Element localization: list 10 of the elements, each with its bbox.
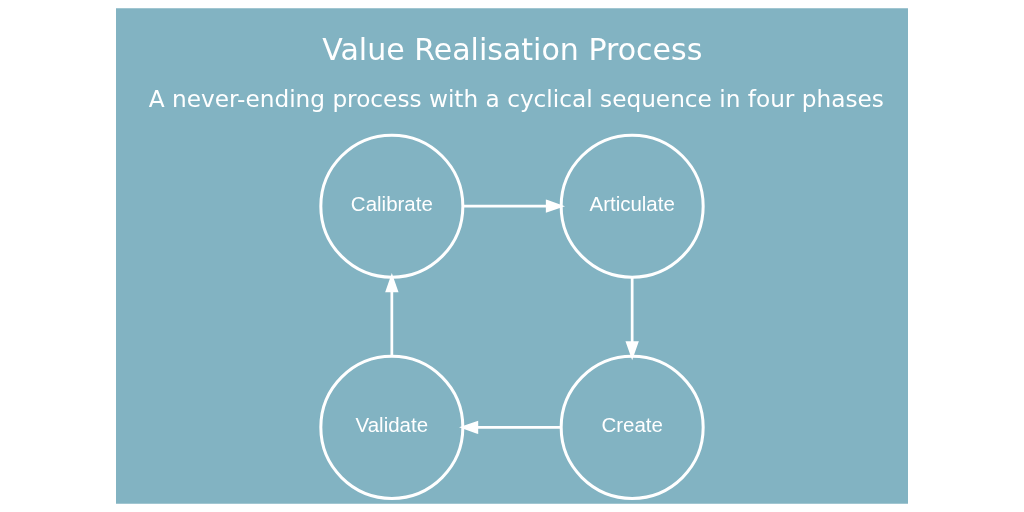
arrow (463, 199, 565, 213)
arrow (459, 420, 561, 435)
node-circle: Create (559, 354, 705, 500)
arrow (625, 277, 639, 361)
node-circle: Validate (319, 354, 465, 500)
diagram-title: Value Realisation Process (322, 32, 703, 68)
node-circle: Calibrate (319, 133, 465, 279)
node-circle: Articulate (559, 133, 705, 279)
caption: A never-ending process with a cyclical sequence in four phases (148, 84, 884, 112)
arrow (385, 273, 399, 357)
